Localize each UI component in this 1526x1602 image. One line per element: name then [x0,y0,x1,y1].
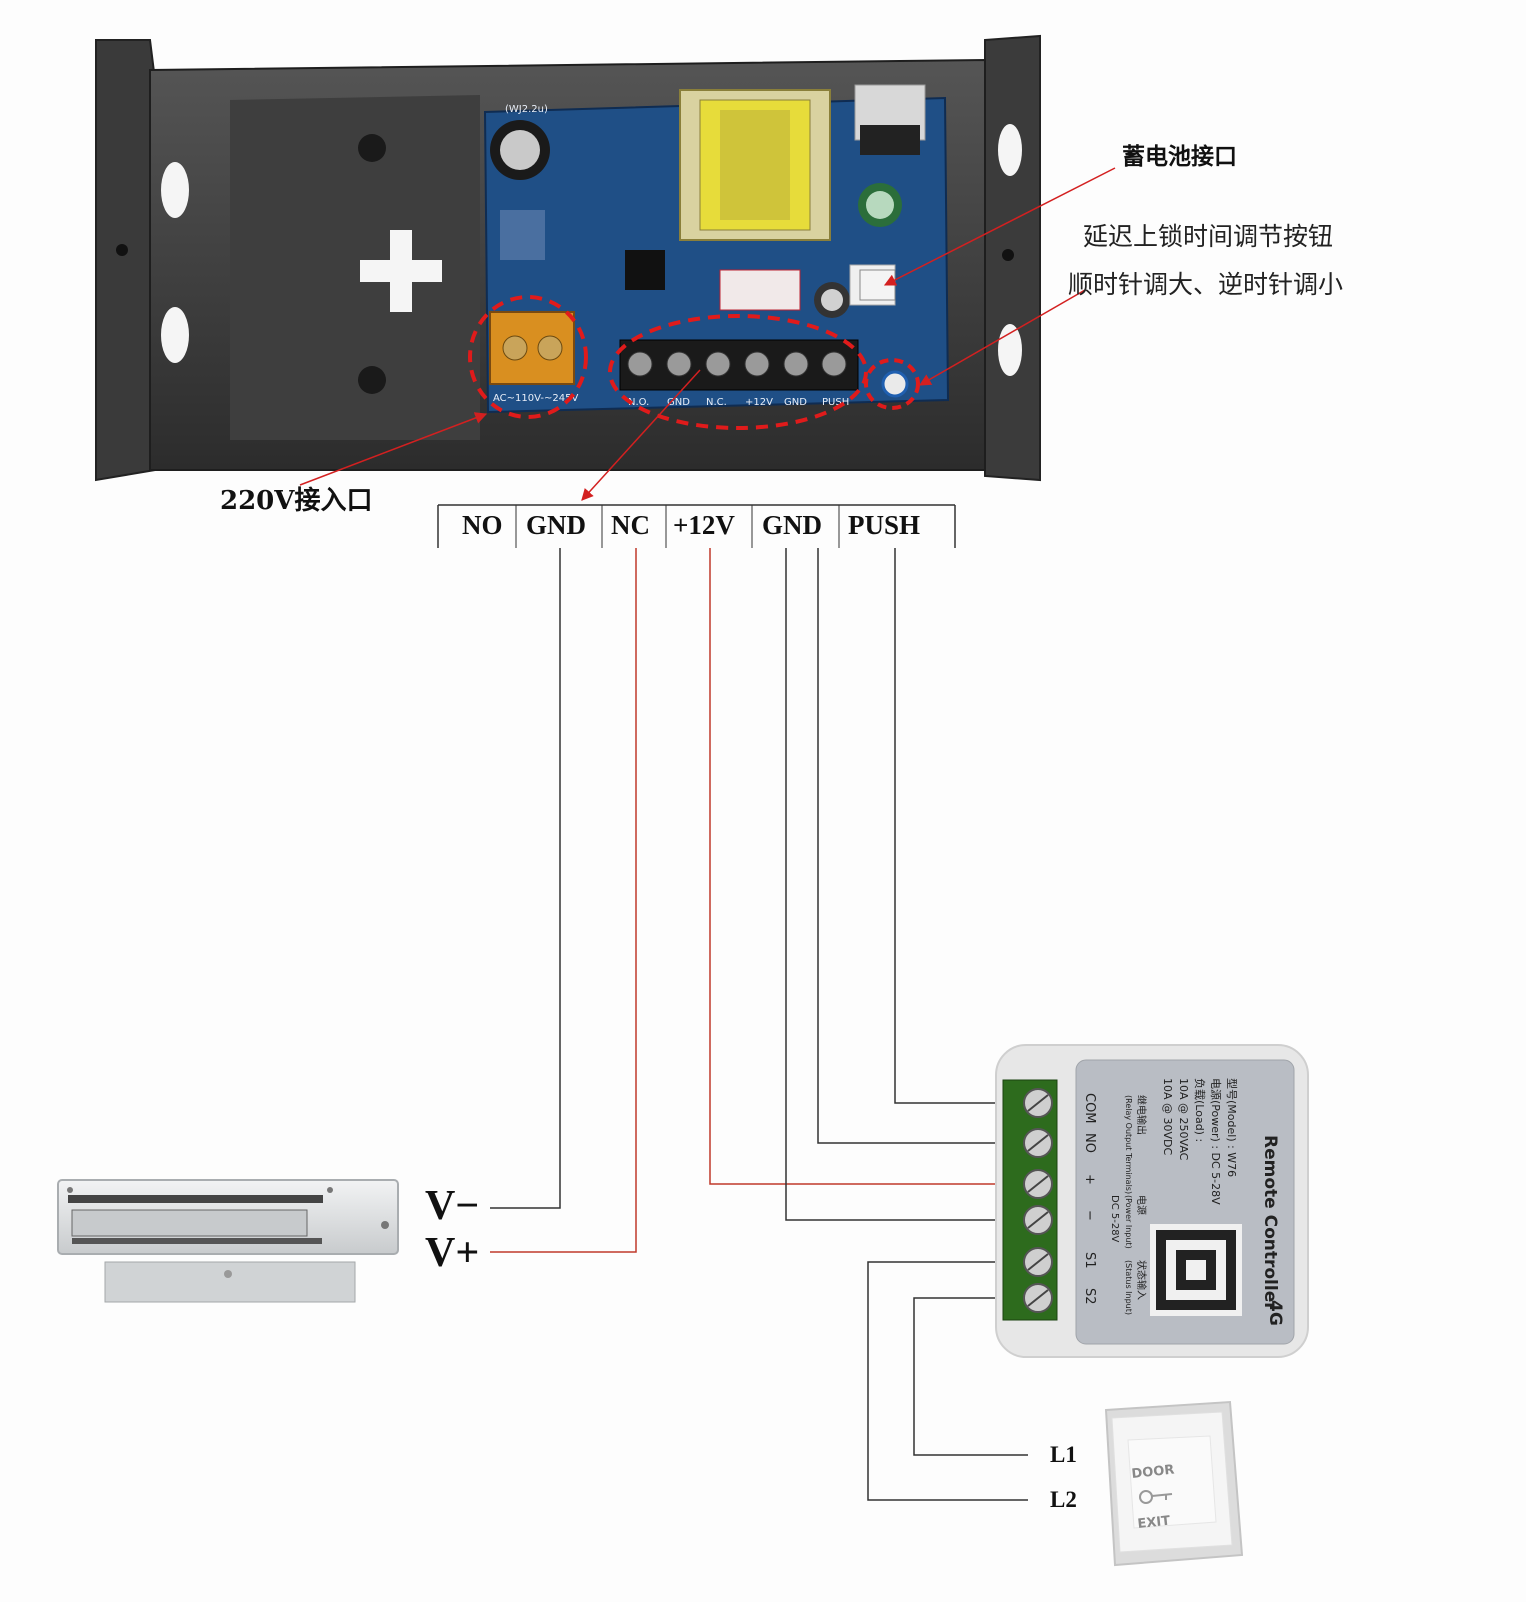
battery-callout-arrow [883,167,1116,286]
controller-pin-label: COM [1082,1093,1097,1124]
controller-model: 型号(Model) : W76 [1225,1078,1239,1177]
terminal-screw [744,351,770,377]
terminal-screw [783,351,809,377]
controller-pin-label: S2 [1082,1288,1097,1305]
ac-terminal-block: AC~110V-~245V [489,311,578,404]
exit-button-image: DOOR EXIT [1104,1400,1244,1567]
controller-dc-label: DC 5-28V [1109,1195,1120,1243]
lock-vminus-label: V− [425,1183,480,1229]
capacitor-label: (WJ2.2u) [505,104,548,115]
battery-port-label: 蓄电池接口 [1122,144,1237,170]
pcb-silk-terminal-label: GND [667,397,690,408]
terminal-12v: +12V [673,510,735,540]
exit-button-l2-label: L2 [1050,1487,1077,1512]
wire-push-to-controller-com [894,548,1030,1104]
controller-4g-badge: 4G [1265,1300,1285,1326]
lock-vplus-label: V+ [425,1230,480,1276]
controller-title: Remote Controller [1260,1135,1280,1311]
wire-gnd-to-lock-vminus [490,548,561,1209]
controller-load: 负载(Load) : [1193,1078,1207,1142]
remote-controller-image: Remote Controller 4G 型号(Model) : W76 电源(… [995,1044,1309,1358]
delay-adjust-label-line1: 延迟上锁时间调节按钮 [1083,222,1334,251]
exit-button-l1-label: L1 [1050,1442,1077,1467]
power-input-label: 电源 [1135,1195,1148,1215]
status-input-label-en: (Status Input) [1124,1260,1133,1315]
pcb-silk-terminal-label: +12V [745,397,773,408]
wire-nc-to-lock-vplus [490,548,637,1253]
ac-input-silk-label: AC~110V-~245V [493,393,578,404]
terminal-screw [666,351,692,377]
ac-callout-arrow [299,412,488,486]
wire-s2-to-exit-l1 [913,1297,1030,1456]
terminal-block-highlight [608,314,868,430]
exit-label: EXIT [1137,1514,1171,1532]
relay-output-label: 继电输出 [1135,1095,1148,1135]
delay-adjust-label-line2: 顺时针调大、逆时针调小 [1068,270,1344,299]
controller-pin-label: − [1082,1210,1097,1221]
ac-input-highlight [468,295,588,419]
pcb-board: (WJ2.2u) AC~110V-~245V N.O. GND N.C. +12V GN… [468,84,950,430]
magnetic-lock-image [57,1179,399,1303]
power-input-label-en: (Power Input) [1124,1195,1133,1249]
delay-knob-highlight [864,358,920,410]
wire-s1-to-exit-l2 [867,1261,1030,1501]
wires [490,548,1030,1501]
ac-input-label: 220V接入口 [220,486,373,516]
key-icon [1139,1490,1173,1504]
delay-callout-arrow [918,289,1086,386]
terminal-screw [821,351,847,377]
output-terminal-block: N.O. GND N.C. +12V GND PUSH [619,339,859,408]
wire-12v-to-controller-plus [709,548,1030,1185]
door-label: DOOR [1131,1463,1175,1482]
wire-gnd-to-controller-no [817,548,1030,1144]
pcb-silk-terminal-label: N.O. [628,397,649,408]
terminal-strip [437,504,956,548]
wire-gnd-to-controller-minus [785,548,1030,1221]
controller-pin-label: + [1082,1174,1097,1185]
terminal-nc: NC [611,510,650,540]
controller-pin-label: NO [1082,1133,1097,1153]
pcb-silk-terminal-label: PUSH [822,397,849,408]
battery-connector [859,269,896,301]
pcb-silk-terminal-label: N.C. [706,397,727,408]
terminal-screw [705,351,731,377]
delay-adjust-knob [881,370,909,398]
relay-output-label-en: (Relay Output Terminals) [1124,1095,1133,1194]
status-input-label: 状态输入 [1135,1260,1148,1300]
terminal-gnd-1: GND [526,510,586,540]
terminal-push: PUSH [848,510,921,540]
terminal-no: NO [462,510,503,540]
terminal-gnd-2: GND [762,510,822,540]
controller-power: 电源(Power) : DC 5-28V [1209,1078,1223,1205]
controller-load-ac: 10A @ 250VAC [1177,1078,1190,1161]
terminal-screw [627,351,653,377]
pcb-silk-terminal-label: GND [784,397,807,408]
terminal-callout-arrow [581,369,701,501]
controller-load-dc: 10A @ 30VDC [1161,1078,1174,1156]
controller-pin-label: S1 [1082,1252,1097,1269]
